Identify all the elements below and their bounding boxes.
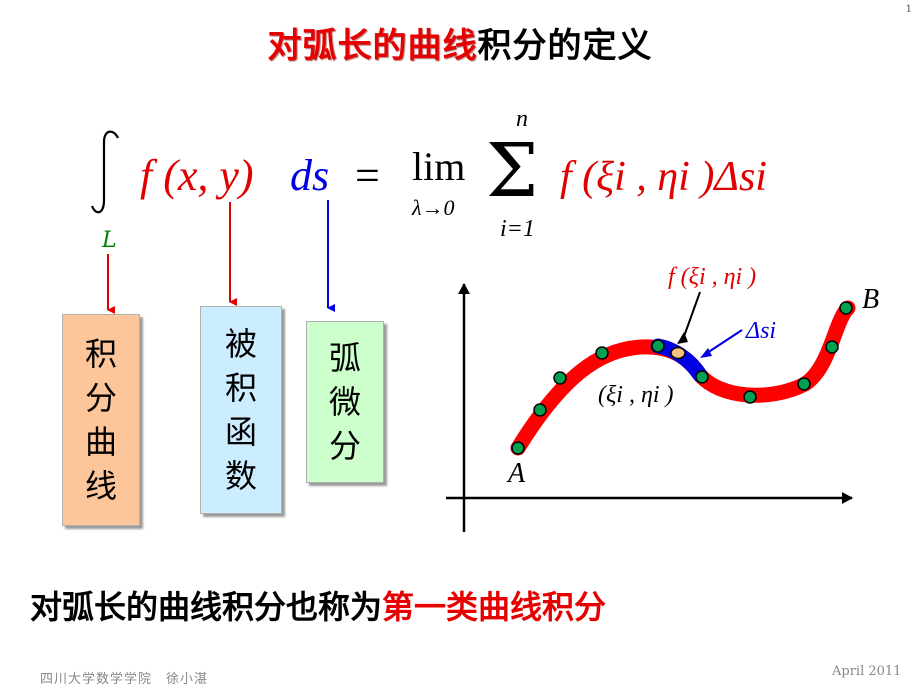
ds-arrow	[703, 329, 743, 356]
f-arrow	[681, 291, 701, 343]
bottom-statement-rest: 对弧长的曲线积分也称为	[30, 588, 383, 626]
curve-node	[797, 377, 811, 391]
differential-text: ds	[290, 151, 329, 200]
equals-sign: =	[355, 151, 380, 200]
lim-text: lim	[412, 144, 465, 189]
integral-subscript: L	[101, 228, 117, 253]
box-integrand-label: 被积函数	[224, 325, 257, 495]
lim-subscript: λ→0	[411, 195, 455, 220]
curve-node	[695, 370, 709, 384]
formula-diagram: L f (x, y) ds = lim λ→0 n Σ i=1 f (ξi , …	[90, 106, 879, 532]
bottom-statement-highlight: 第一类曲线积分	[382, 588, 607, 626]
box-arc-differential: 弧微分	[306, 321, 384, 483]
title-rest: 积分的定义	[477, 26, 653, 66]
label-b: B	[862, 284, 879, 315]
footer-author: 四川大学数学学院 徐小湛	[40, 672, 209, 687]
sigma-sign: Σ	[486, 128, 538, 214]
page-number: 1	[905, 4, 912, 15]
integrand-text: f (x, y)	[140, 151, 254, 200]
page-title: 对弧长的曲线积分的定义	[0, 18, 920, 67]
box-integrand: 被积函数	[200, 306, 282, 514]
curve-node	[743, 390, 757, 404]
sum-upper: n	[516, 106, 528, 132]
ds-label: Δsi	[745, 318, 776, 344]
curve-node	[651, 339, 665, 353]
curve-nodes	[511, 301, 853, 455]
curve-node	[595, 346, 609, 360]
box-integral-curve: 积分曲线	[62, 314, 140, 526]
f-label: f (ξi , ηi )	[668, 264, 756, 290]
box-arc-differential-label: 弧微分	[328, 339, 361, 465]
curve-node	[511, 441, 525, 455]
footer-date: April 2011	[832, 664, 902, 679]
integral-sign	[90, 130, 119, 214]
rhs-text: f (ξi , ηi )Δsi	[560, 154, 767, 200]
curve-red	[510, 300, 856, 456]
label-a: A	[506, 458, 526, 489]
bottom-statement: 对弧长的曲线积分也称为第一类曲线积分	[30, 582, 606, 628]
curve-node	[825, 340, 839, 354]
curve-node	[533, 403, 547, 417]
curve-node	[839, 301, 853, 315]
title-highlight: 对弧长的曲线	[267, 26, 478, 66]
sample-point	[670, 346, 686, 360]
box-integral-curve-label: 积分曲线	[84, 335, 117, 505]
curve-node	[553, 371, 567, 385]
point-label: (ξi , ηi )	[598, 382, 674, 408]
sum-lower: i=1	[500, 216, 535, 242]
